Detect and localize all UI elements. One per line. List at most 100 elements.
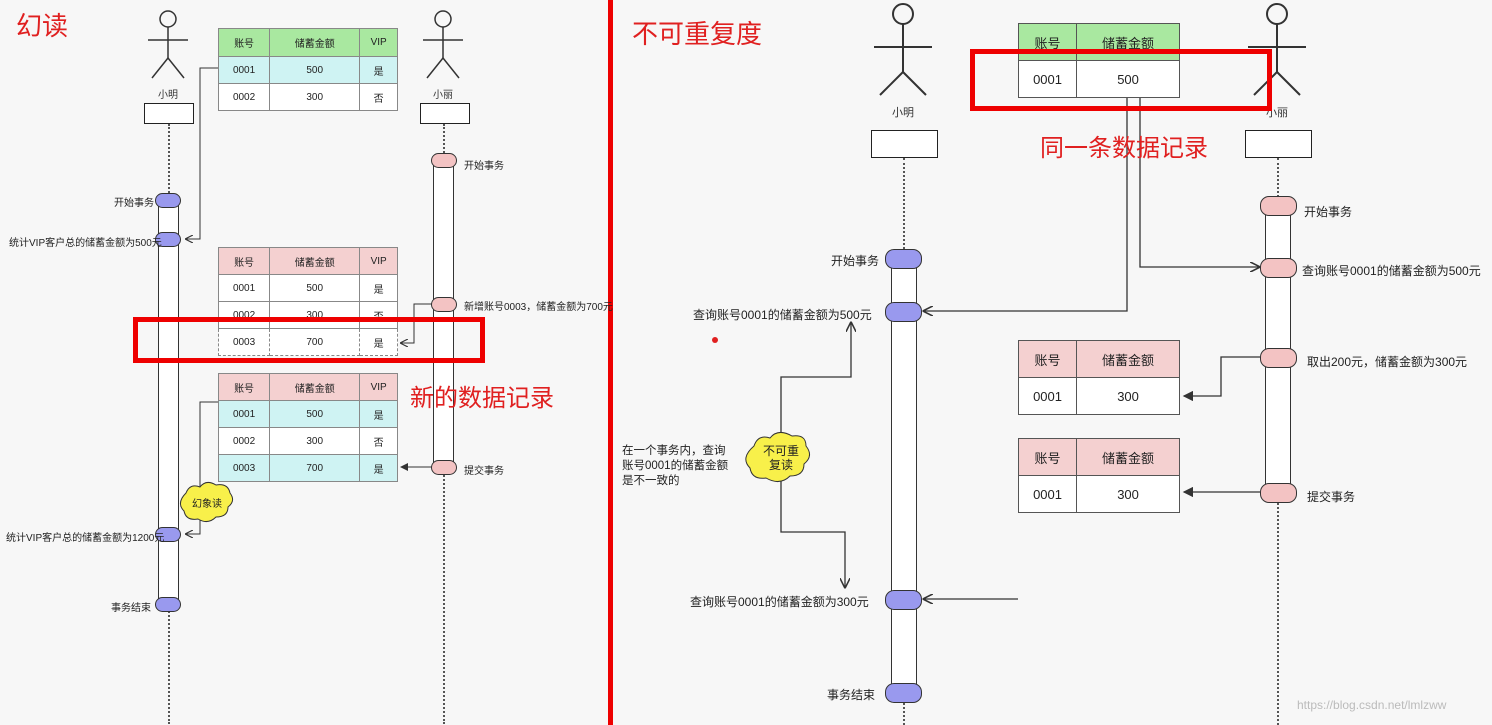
col-header: 账号 [217, 373, 271, 401]
note-line: 是不一致的 [622, 475, 680, 487]
table-cell: 300 [1076, 377, 1180, 415]
msg-left-b-begin: 开始事务 [464, 161, 504, 172]
table-cell: 0001 [217, 400, 271, 428]
pill-left-b-commit [431, 460, 457, 475]
note-text: 在一个事务内，查询 账号0001的储蓄金额 是不一致的 [622, 444, 728, 489]
table-cell: 300 [269, 301, 361, 329]
actor-label-left-a: 小明 [158, 90, 178, 101]
msg-left-a-begin: 开始事务 [114, 198, 154, 209]
msg-right-b-withdraw: 取出200元，储蓄金额为300元 [1307, 355, 1468, 369]
pill-right-b-query [1260, 258, 1297, 278]
col-header: 储蓄金额 [1076, 340, 1180, 378]
left-table-1: 账号 储蓄金额 VIP 0001 500 是 0002 300 否 [217, 28, 398, 111]
right-table-2: 账号 储蓄金额 0001 300 [1017, 340, 1180, 415]
bubble-line: 复读 [768, 458, 793, 472]
bubble-label-left: 幻象读 [192, 499, 222, 510]
col-header: VIP [359, 373, 398, 401]
activation-right-a [891, 258, 917, 694]
actor-box-right-a [871, 130, 938, 158]
actor-figure-left-a [148, 10, 188, 79]
table-cell: 是 [359, 274, 398, 302]
msg-left-a-sum1: 统计VIP客户总的储蓄金额为500元 [9, 238, 162, 249]
table-cell: 0001 [1017, 60, 1078, 98]
col-header: 账号 [217, 247, 271, 275]
table-cell: 500 [269, 274, 361, 302]
watermark: https://blog.csdn.net/lmlzww [1297, 698, 1447, 712]
actor-label-right-a: 小明 [892, 107, 914, 119]
red-dot [712, 337, 718, 343]
bubble-label-right: 不可重 复读 [758, 444, 804, 472]
table-cell: 700 [269, 328, 361, 356]
table-cell: 500 [269, 400, 361, 428]
table-cell: 700 [269, 454, 361, 482]
pill-right-a-query2 [885, 590, 922, 610]
activation-left-a [158, 200, 179, 606]
note-line: 在一个事务内，查询 [622, 445, 726, 457]
actor-figure-right-b [1248, 3, 1306, 96]
table-cell: 0001 [217, 56, 271, 84]
pill-right-b-withdraw [1260, 348, 1297, 368]
msg-right-a-begin: 开始事务 [831, 254, 880, 268]
msg-right-b-begin: 开始事务 [1304, 205, 1353, 219]
pill-right-b-commit [1260, 483, 1297, 503]
note-line: 账号0001的储蓄金额 [622, 460, 729, 472]
left-table-3: 账号 储蓄金额 VIP 0001 500 是 0002 300 否 0003 7… [217, 373, 398, 482]
table-cell: 0001 [1017, 475, 1078, 513]
table-cell: 0002 [217, 83, 271, 111]
actor-box-right-b [1245, 130, 1312, 158]
table-cell: 是 [359, 400, 398, 428]
table-cell: 否 [359, 83, 398, 111]
right-table-3: 账号 储蓄金额 0001 300 [1017, 438, 1180, 513]
col-header: 账号 [217, 28, 271, 57]
table-cell: 0002 [217, 427, 271, 455]
same-record-label: 同一条数据记录 [1040, 134, 1208, 162]
table-cell: 0001 [1017, 377, 1078, 415]
pill-left-b-begin [431, 153, 457, 168]
bubble-line: 不可重 [762, 444, 799, 458]
pill-left-a-begin [155, 193, 181, 208]
same-record-highlight [970, 49, 1272, 111]
pill-left-a-sum2 [155, 527, 181, 542]
bubble-shape-right [745, 432, 810, 482]
table-cell: 300 [1076, 475, 1180, 513]
col-header: 账号 [1017, 340, 1078, 378]
actor-label-left-b: 小丽 [433, 90, 453, 101]
table-cell: 500 [269, 56, 361, 84]
actor-box-left-a [144, 103, 194, 124]
table-cell: 是 [359, 328, 398, 356]
msg-left-a-end: 事务结束 [111, 603, 151, 614]
pill-left-b-insert [431, 297, 457, 312]
actor-box-left-b [420, 103, 470, 124]
table-cell: 500 [1076, 60, 1180, 98]
msg-left-b-commit: 提交事务 [464, 466, 504, 477]
right-table-1: 账号 储蓄金额 0001 500 [1017, 23, 1180, 98]
divider [608, 0, 613, 725]
msg-right-a-query1: 查询账号0001的储蓄金额为500元 [693, 308, 872, 322]
pill-right-a-query1 [885, 302, 922, 322]
new-record-label: 新的数据记录 [410, 384, 554, 412]
new-record-highlight [133, 317, 485, 363]
msg-right-a-query2: 查询账号0001的储蓄金额为300元 [690, 595, 869, 609]
left-table-2: 账号 储蓄金额 VIP 0001 500 是 0002 300 否 0003 7… [217, 247, 398, 356]
table-cell: 否 [359, 427, 398, 455]
col-header: 储蓄金额 [269, 373, 361, 401]
msg-left-a-sum2: 统计VIP客户总的储蓄金额为1200元 [6, 533, 165, 544]
msg-right-b-commit: 提交事务 [1307, 490, 1356, 504]
left-title: 幻读 [16, 12, 69, 42]
msg-right-b-query: 查询账号0001的储蓄金额为500元 [1302, 264, 1481, 278]
pill-right-b-begin [1260, 196, 1297, 216]
pill-right-a-end [885, 683, 922, 703]
col-header: 储蓄金额 [1076, 438, 1180, 476]
right-title: 不可重复度 [632, 20, 763, 50]
actor-figure-left-b [423, 10, 463, 79]
col-header: 储蓄金额 [269, 247, 361, 275]
actor-figure-right-a [874, 3, 932, 96]
msg-right-a-end: 事务结束 [827, 688, 876, 702]
col-header: 账号 [1017, 438, 1078, 476]
table-cell: 0003 [217, 454, 271, 482]
col-header: VIP [359, 28, 398, 57]
col-header: 储蓄金额 [1076, 23, 1180, 61]
col-header: 储蓄金额 [269, 28, 361, 57]
bubble-shape-left [180, 481, 234, 523]
